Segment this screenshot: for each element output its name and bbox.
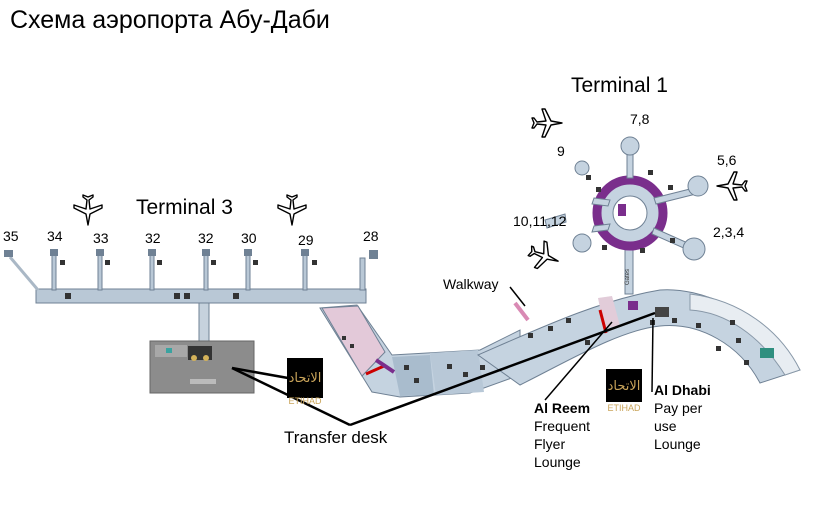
lounge-line: use	[654, 418, 677, 434]
gate-label: 5,6	[717, 152, 737, 168]
airplane-icon	[73, 194, 103, 226]
lounge-pointers	[509, 286, 654, 401]
svg-text:الاتحاد: الاتحاد	[289, 371, 322, 386]
gate-label: 35	[3, 228, 19, 244]
lounge-line: Pay per	[654, 400, 703, 416]
gate-label: 34	[47, 228, 63, 244]
gate-label: 7,8	[630, 111, 650, 127]
lounge-name: Al Reem	[534, 400, 591, 416]
walkway-label: Walkway	[443, 276, 499, 292]
transfer-building	[149, 340, 255, 394]
lounge-name: Al Dhabi	[654, 382, 711, 398]
lounge-line: Lounge	[654, 436, 701, 452]
airplane-icon	[531, 108, 563, 138]
connector-walkway	[319, 304, 521, 398]
page-title: Схема аэропорта Абу-Даби	[10, 6, 330, 34]
terminal-3-building	[4, 249, 378, 344]
terminal-1-label: Terminal 1	[571, 74, 668, 97]
airplane-icon	[277, 194, 307, 226]
gate-label: 32	[145, 230, 161, 246]
al-dhabi-lounge-label: Al Dhabi Pay per use Lounge	[654, 381, 711, 453]
terminal-3-label: Terminal 3	[136, 196, 233, 219]
airplane-icon	[716, 171, 748, 201]
transfer-desk-label: Transfer desk	[284, 428, 388, 447]
gate-label: 33	[93, 230, 109, 246]
etihad-logo: الاتحاد ETIHAD	[287, 358, 323, 406]
lounge-line: Lounge	[534, 454, 581, 470]
gate-label: 28	[363, 228, 379, 244]
lounge-line: Frequent	[534, 418, 591, 434]
svg-text:الاتحاد: الاتحاد	[608, 379, 641, 394]
svg-text:ETIHAD: ETIHAD	[607, 403, 641, 413]
gate-label: 30	[241, 230, 257, 246]
gate-label: 9	[557, 143, 565, 159]
svg-text:ETIHAD: ETIHAD	[288, 396, 322, 406]
etihad-logo: الاتحاد ETIHAD	[606, 369, 642, 413]
gate-label: 2,3,4	[713, 224, 745, 240]
gate-label: 29	[298, 232, 314, 248]
terminal-1-satellite	[544, 136, 709, 261]
airplane-icon	[524, 237, 564, 275]
svg-text:Gates: Gates	[625, 269, 631, 285]
gate-label: 32	[198, 230, 214, 246]
gate-label: 10,11,12	[513, 213, 567, 229]
terminal-1-concourse	[476, 247, 801, 386]
al-reem-lounge-label: Al Reem Frequent Flyer Lounge	[534, 399, 590, 471]
lounge-line: Flyer	[534, 436, 566, 452]
